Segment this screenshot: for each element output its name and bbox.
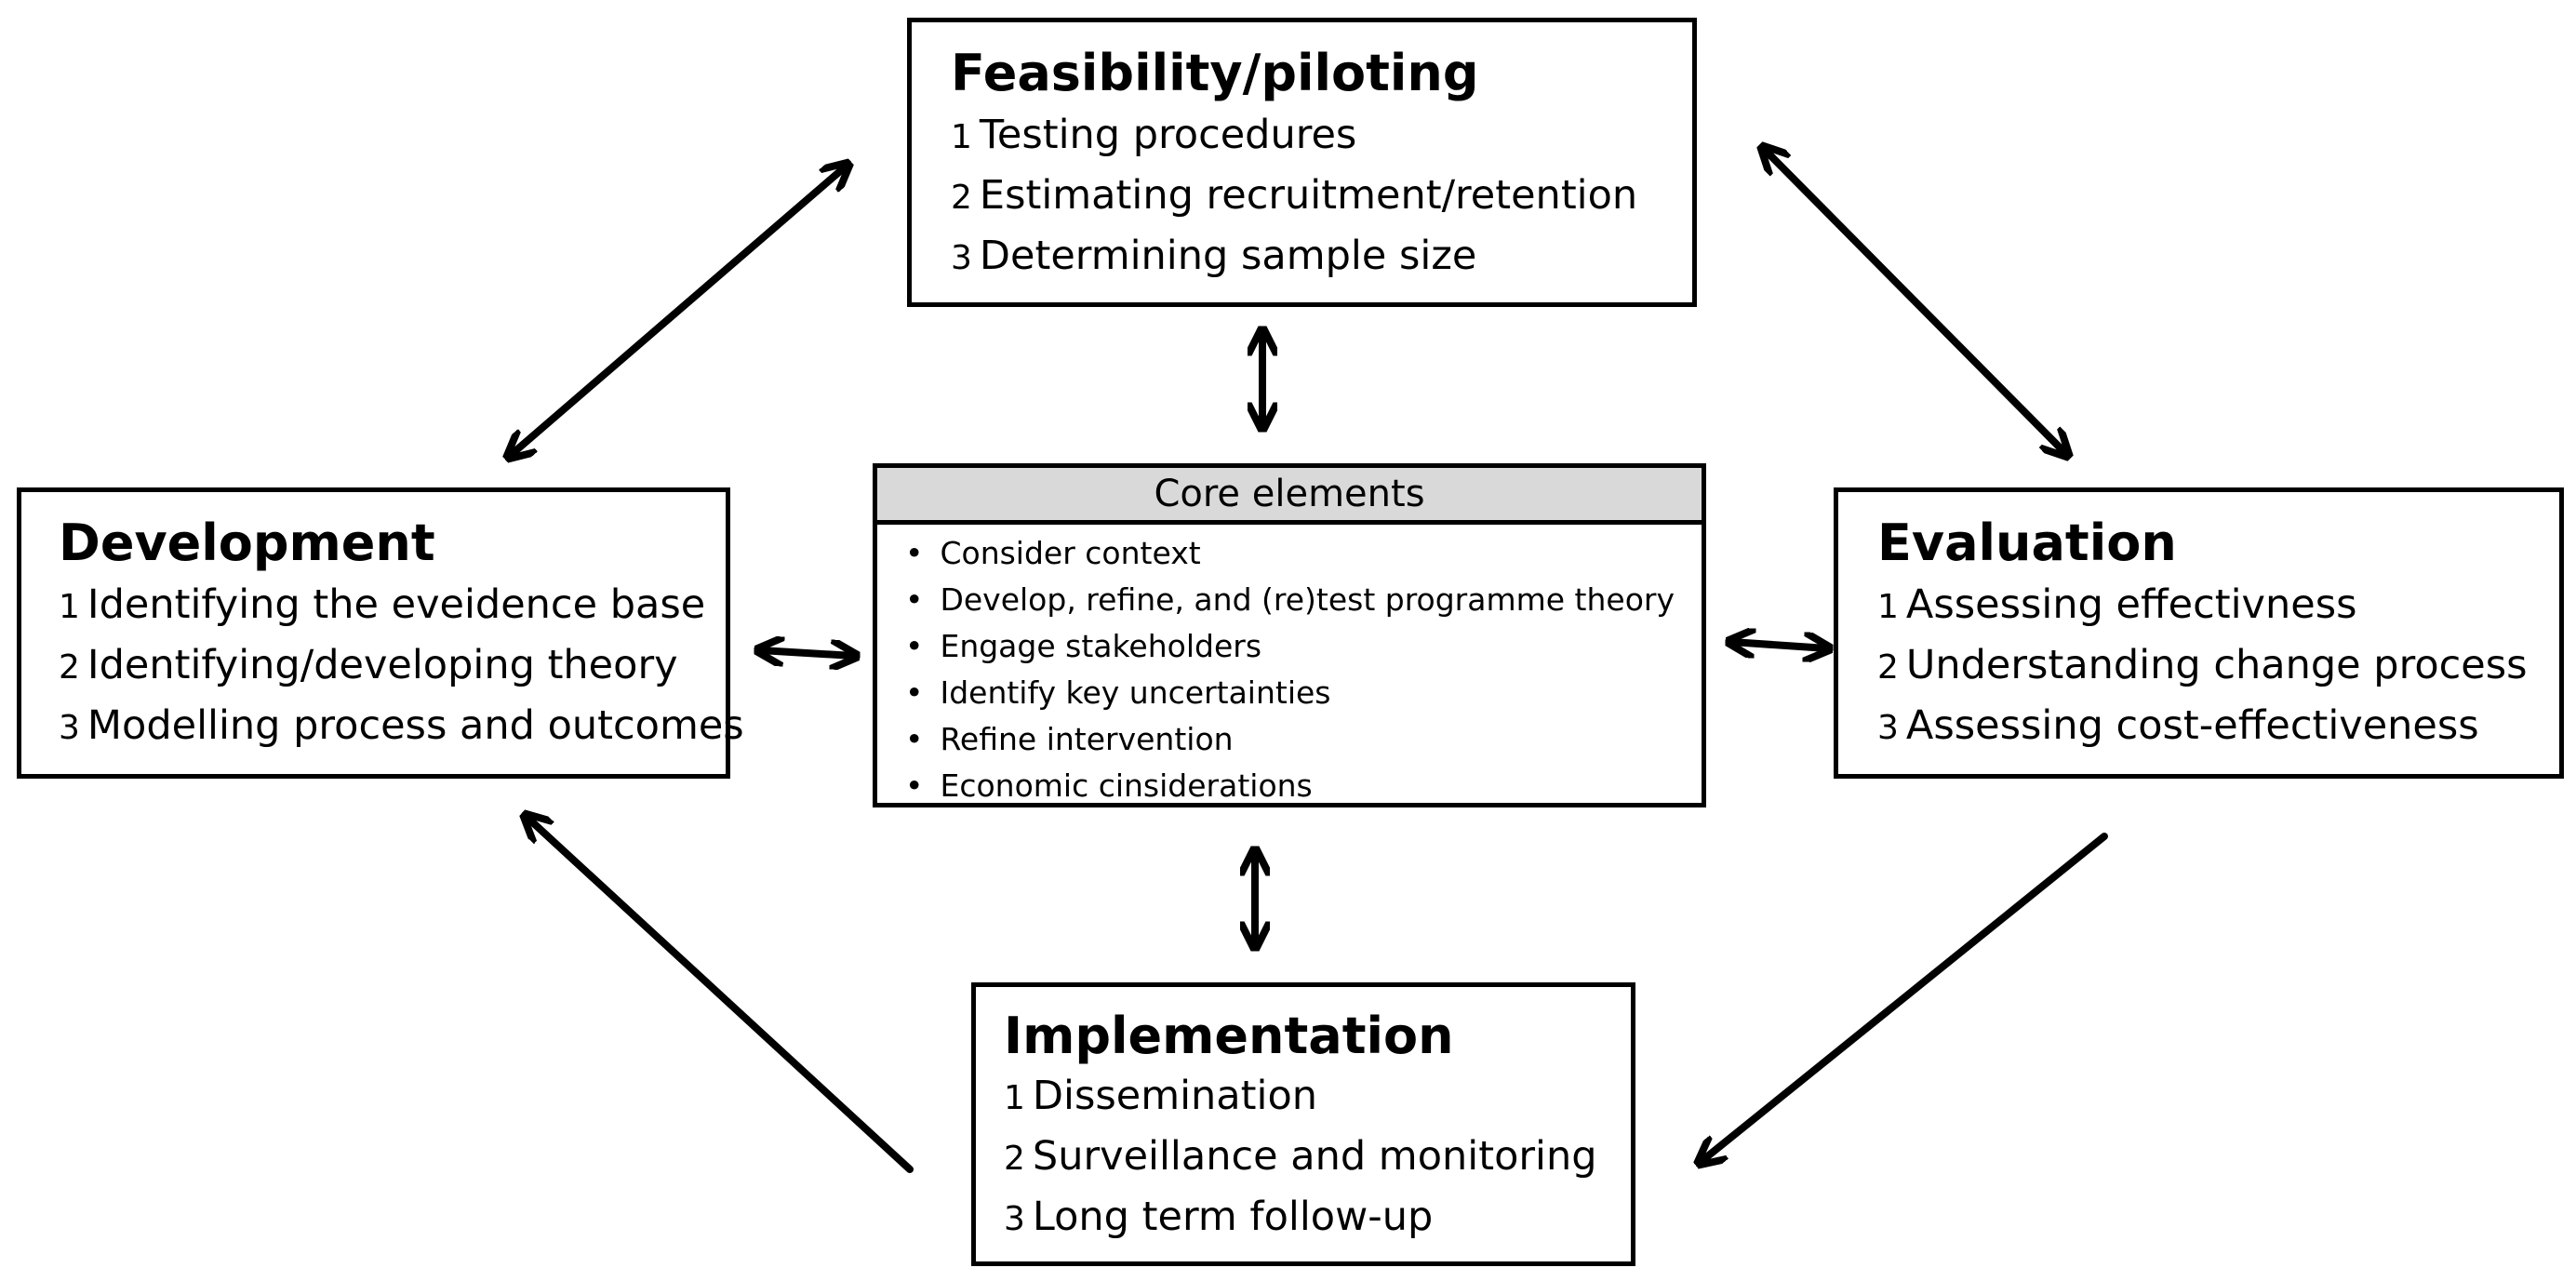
item-text: Modelling process and outcomes: [87, 702, 744, 750]
arrow-evaluation-implementation: [1701, 833, 2108, 1162]
arrow-implementation-development: [527, 817, 914, 1173]
item-number: 1: [1004, 1079, 1025, 1118]
list-item: Consider context: [905, 530, 1702, 577]
arrow-development-feasibility: [510, 166, 847, 456]
item-number: 1: [1877, 588, 1899, 627]
item-text: Determining sample size: [979, 233, 1477, 280]
item-number: 3: [1004, 1200, 1025, 1239]
item-number: 2: [1004, 1140, 1025, 1179]
list-item: Refine intervention: [905, 716, 1702, 763]
core-elements-title: Core elements: [877, 468, 1702, 525]
item-text: Long term follow-up: [1032, 1194, 1434, 1241]
item-text: Identifying/developing theory: [87, 642, 678, 689]
item-number: 2: [59, 648, 80, 687]
list-item: Economic cinsiderations: [905, 763, 1702, 809]
item-number: 1: [951, 118, 972, 157]
feasibility-title: Feasibility/piloting: [951, 44, 1479, 102]
item-number: 1: [59, 588, 80, 627]
list-item: Engage stakeholders: [905, 623, 1702, 670]
evaluation-title: Evaluation: [1877, 514, 2177, 572]
item-number: 3: [951, 239, 972, 278]
core-elements-list: Consider context Develop, refine, and (r…: [877, 525, 1702, 809]
arrow-core-evaluation: [1731, 642, 1827, 648]
item-number: 3: [1877, 709, 1899, 748]
item-text: Assessing effectivness: [1905, 581, 2357, 629]
item-text: Understanding change process: [1905, 642, 2528, 689]
core-elements-box: Core elements Consider context Develop, …: [873, 463, 1706, 807]
list-item: Identify key uncertainties: [905, 670, 1702, 716]
item-text: Estimating recruitment/retention: [979, 172, 1638, 220]
arrow-feasibility-evaluation: [1764, 149, 2066, 454]
list-item: Develop, refine, and (re)test programme …: [905, 577, 1702, 623]
item-number: 3: [59, 709, 80, 748]
item-text: Surveillance and monitoring: [1032, 1133, 1597, 1181]
item-text: Testing procedures: [979, 112, 1357, 159]
item-text: Identifying the eveidence base: [87, 581, 706, 629]
item-text: Assessing cost-effectiveness: [1905, 702, 2479, 750]
item-number: 2: [1877, 648, 1899, 687]
development-title: Development: [59, 514, 435, 572]
implementation-title: Implementation: [1004, 1007, 1454, 1065]
item-number: 2: [951, 179, 972, 218]
item-text: Dissemination: [1032, 1073, 1318, 1120]
arrow-development-core: [760, 650, 854, 656]
